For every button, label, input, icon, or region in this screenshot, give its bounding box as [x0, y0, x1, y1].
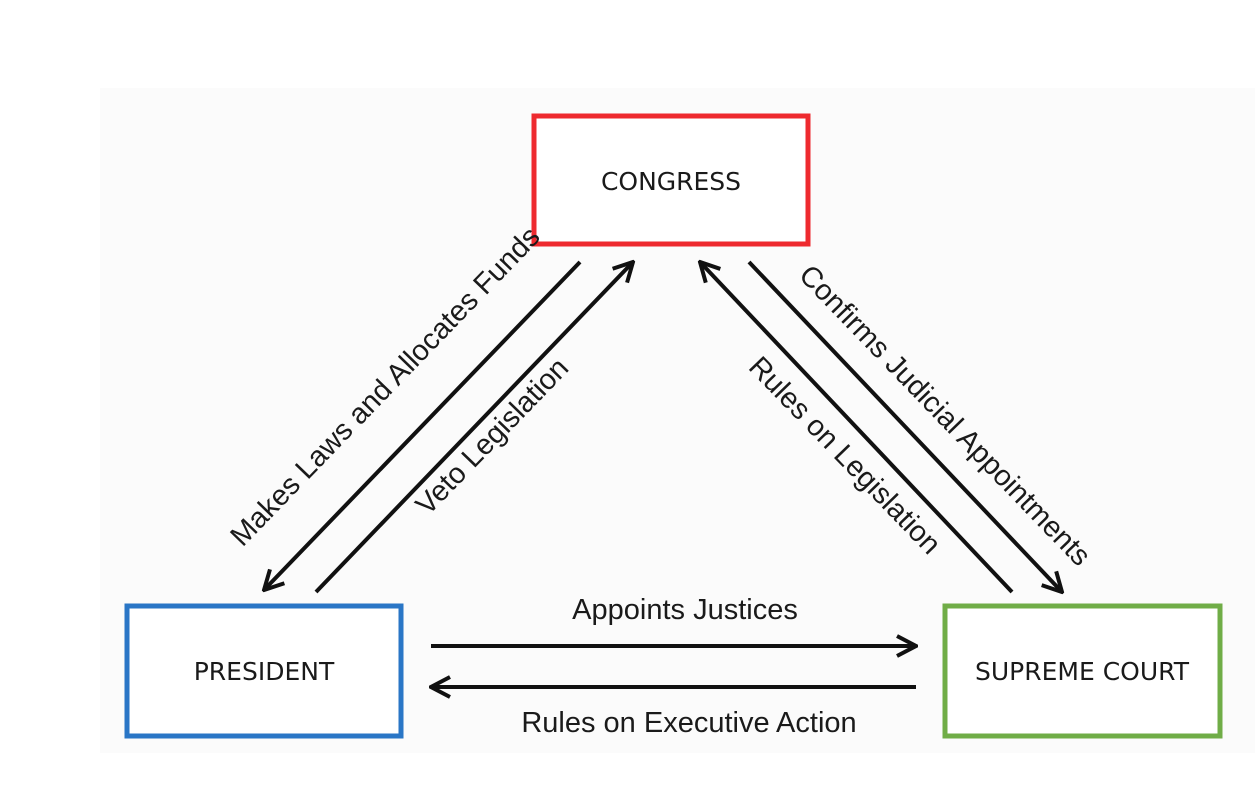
congress-node: CONGRESS: [531, 113, 811, 247]
supreme-court-box: [942, 603, 1223, 739]
appoints-justices-label: Appoints Justices: [572, 594, 798, 626]
president-label: PRESIDENT: [194, 657, 335, 686]
supreme-court-node: SUPREME COURT: [942, 603, 1223, 739]
congress-label: CONGRESS: [601, 167, 741, 196]
veto-arrow: [314, 262, 633, 594]
makes-laws-arrow: [264, 260, 582, 590]
president-node: PRESIDENT: [124, 603, 404, 739]
confirms-appointments-arrow: [747, 260, 1062, 592]
makes-laws-label: Makes Laws and Allocates Funds: [225, 221, 547, 553]
president-box: [124, 603, 404, 739]
supreme-court-label: SUPREME COURT: [975, 657, 1190, 686]
veto-label: Veto Legislation: [410, 352, 575, 522]
congress-box: [531, 113, 811, 247]
rules-on-legislation-arrow: [700, 262, 1014, 594]
confirms-appointments-label: Confirms Judicial Appointments: [792, 259, 1096, 572]
rules-on-executive-label: Rules on Executive Action: [521, 707, 856, 739]
